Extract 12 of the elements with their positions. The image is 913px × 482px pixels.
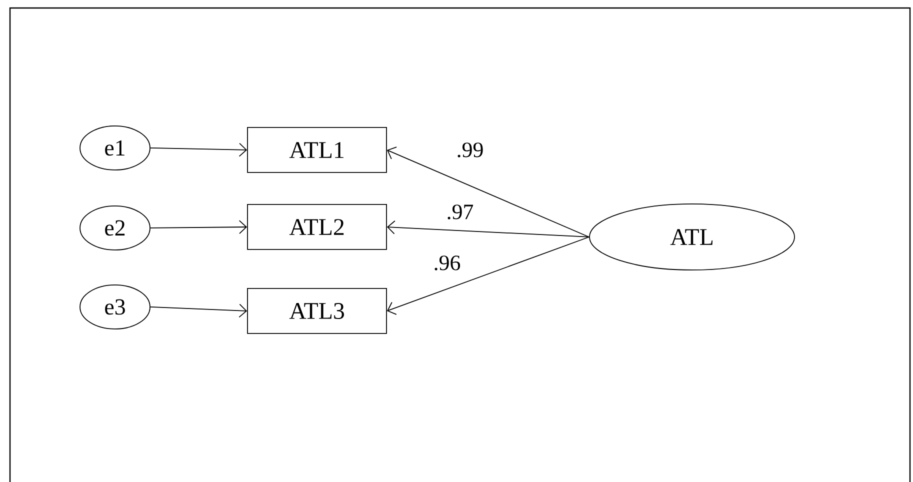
variable-box: ATL2 <box>247 204 387 250</box>
edge-label: .99 <box>455 142 485 158</box>
edge-label: .97 <box>445 204 475 220</box>
arrow <box>150 304 248 318</box>
variable-box: ATL3 <box>247 288 387 334</box>
arrow <box>150 142 248 157</box>
arrow <box>386 236 590 315</box>
variable-box: ATL1 <box>247 127 387 173</box>
arrow <box>150 220 248 234</box>
arrow <box>386 146 590 238</box>
edge-label: .96 <box>432 254 462 272</box>
arrow <box>386 220 590 238</box>
